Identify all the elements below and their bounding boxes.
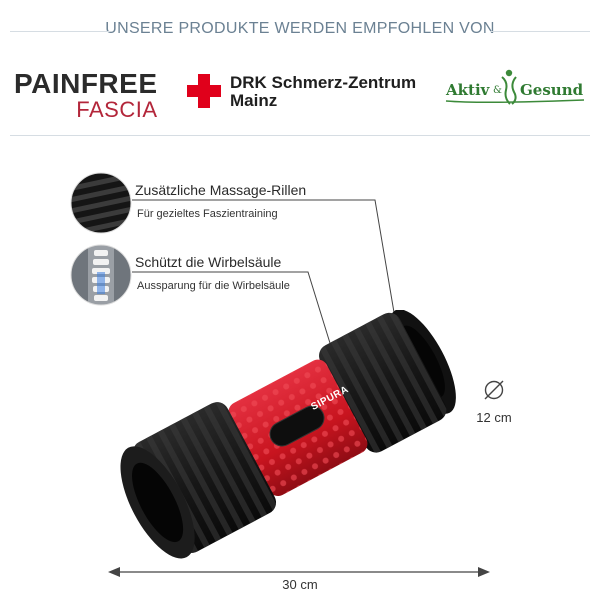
- massage-grooves-thumbnail-icon: [70, 172, 132, 234]
- diameter-label: 12 cm: [476, 410, 512, 425]
- drk-logo-line2: Mainz: [230, 91, 278, 110]
- foam-roller-image: [120, 310, 456, 559]
- length-label: 30 cm: [282, 577, 318, 592]
- feature-subtitle-spine: Aussparung für die Wirbelsäule: [137, 280, 290, 292]
- diameter-icon: [484, 380, 504, 400]
- drk-logo-line1: DRK Schmerz-Zentrum: [230, 73, 417, 92]
- header-title: UNSERE PRODUKTE WERDEN EMPFOHLEN VON: [105, 20, 495, 37]
- logos-divider: [10, 135, 590, 136]
- red-cross-icon: [187, 74, 221, 108]
- feature-title-grooves: Zusätzliche Massage-Rillen: [135, 182, 307, 198]
- header-rule-left: [10, 31, 110, 32]
- drk-logo-text: DRK Schmerz-Zentrum Mainz: [230, 74, 416, 110]
- header-rule-right: [490, 31, 590, 32]
- feature-title-spine: Schützt die Wirbelsäule: [135, 254, 282, 270]
- painfree-logo-text: PAINFREE: [14, 68, 158, 99]
- spine-thumbnail-icon: [70, 244, 132, 306]
- gesund-logo-text: Gesund: [520, 81, 584, 99]
- feature-subtitle-grooves: Für gezieltes Faszientraining: [137, 208, 278, 220]
- aktiv-gesund-logo-icon: [445, 69, 584, 105]
- aktiv-logo-text: Aktiv: [446, 81, 490, 99]
- ampersand-logo-text: &: [493, 85, 502, 96]
- painfree-fascia-logo: PAINFREE FASCIA: [14, 70, 158, 122]
- fascia-logo-text: FASCIA: [76, 97, 158, 122]
